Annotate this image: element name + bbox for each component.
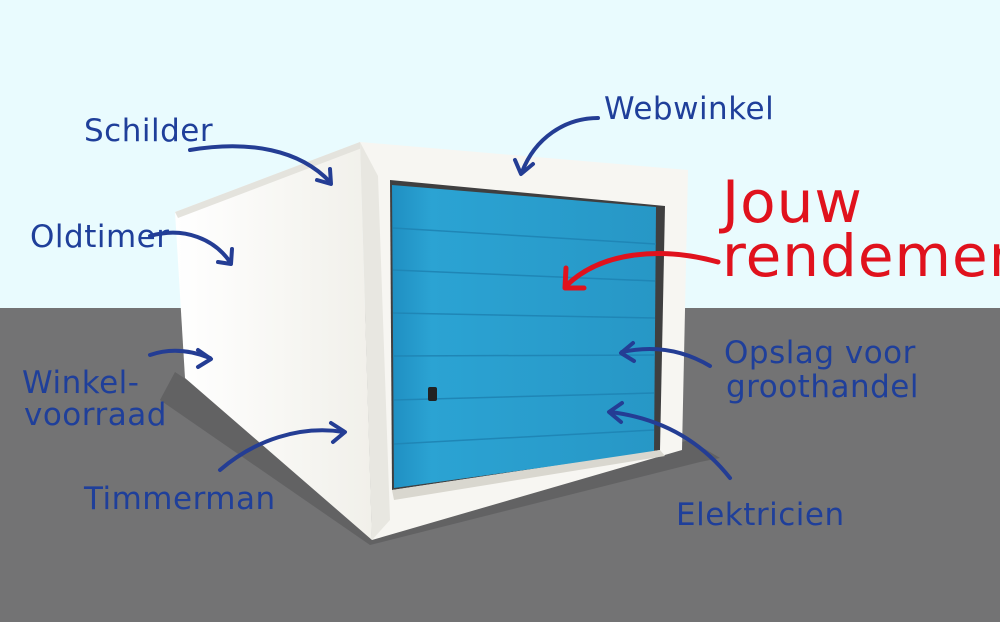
arrow-webwinkel <box>520 116 600 174</box>
label-oldtimer: Oldtimer <box>30 219 170 255</box>
arrow-elektricien <box>608 410 732 480</box>
arrow-opslag-head <box>619 341 636 363</box>
garage-door-panels <box>392 227 657 445</box>
arrow-timmerman-head <box>329 421 347 444</box>
garage-threshold <box>392 450 665 500</box>
label-winkelvoorraad-line1: Winkel- <box>22 365 140 401</box>
label-schilder: Schilder <box>84 113 214 149</box>
arrow-oldtimer-head <box>216 247 234 266</box>
arrow-opslag <box>620 346 712 368</box>
label-webwinkel: Webwinkel <box>604 91 775 127</box>
arrow-webwinkel-head <box>513 158 535 176</box>
garage-side-wall <box>175 142 372 540</box>
arrow-schilder <box>188 144 332 184</box>
garage-roof-edge <box>175 142 362 218</box>
label-arrows <box>148 116 732 480</box>
label-opslag-line1: Opslag voor <box>724 335 916 371</box>
label-opslag-line2: groothandel <box>726 369 919 405</box>
label-winkelvoorraad-line2: voorraad <box>24 397 167 433</box>
hero-title-line2: rendement <box>722 222 1000 290</box>
arrow-timmerman <box>218 428 346 472</box>
garage-door <box>392 185 656 488</box>
arrow-schilder-head <box>315 167 333 186</box>
garage-front-shade <box>360 142 390 540</box>
hero-arrow <box>562 251 721 291</box>
arrow-elektricien-head <box>607 401 624 424</box>
hero-title-line1: Jouw <box>722 168 863 236</box>
arrow-oldtimer <box>148 230 232 264</box>
arrow-winkel-head <box>196 348 213 369</box>
door-handle-icon <box>428 387 437 401</box>
label-elektricien: Elektricien <box>676 497 845 533</box>
label-timmerman: Timmerman <box>84 481 276 517</box>
